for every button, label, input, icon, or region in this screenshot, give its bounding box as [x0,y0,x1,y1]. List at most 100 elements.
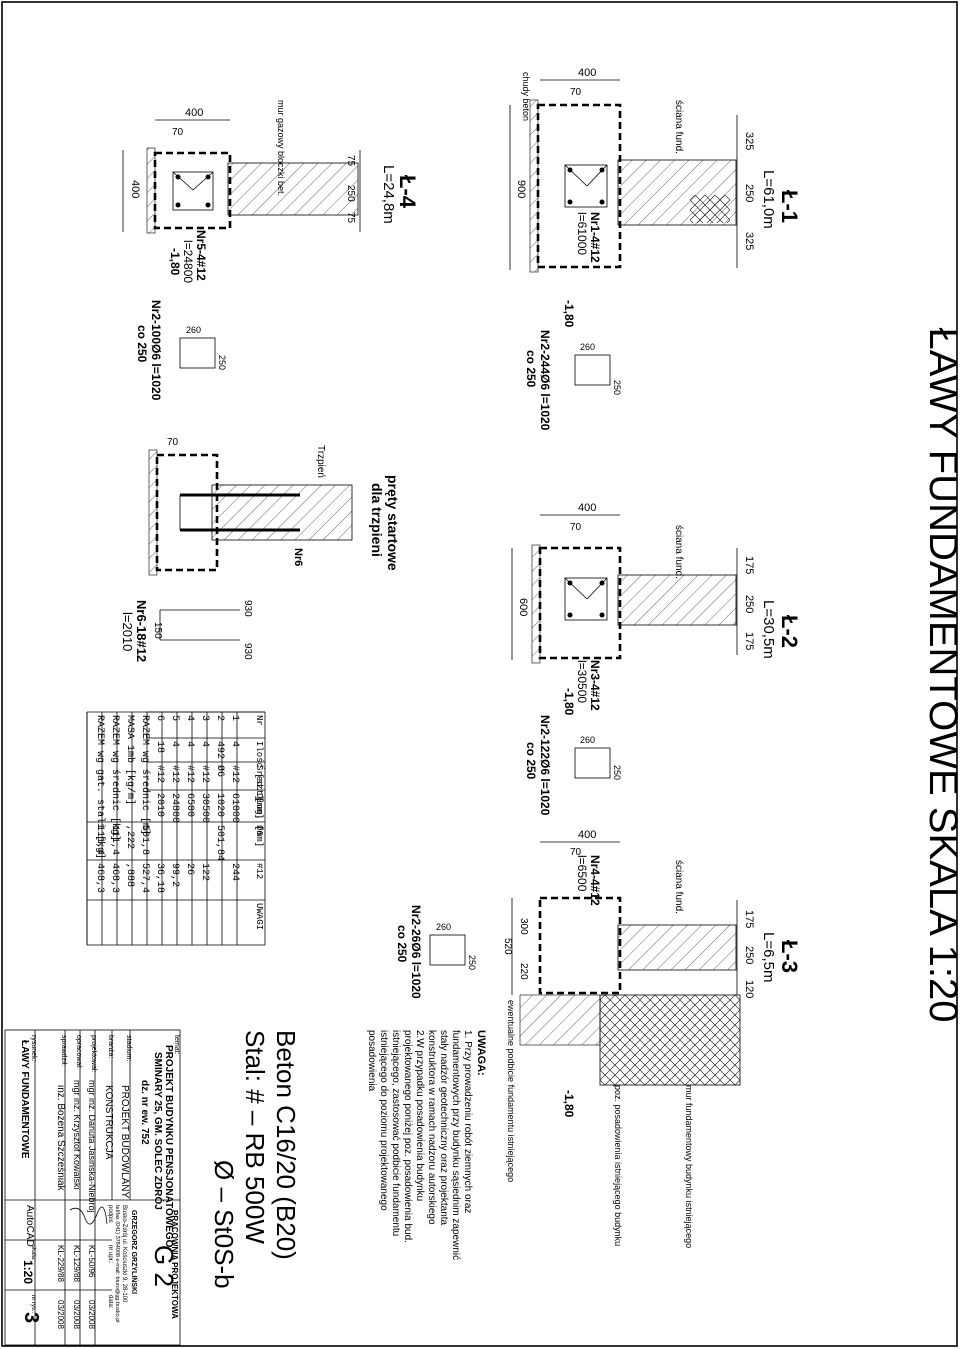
tb-license-2: KL-129/88 [72,1245,81,1282]
stirrup-shape [179,337,216,369]
tb-designer-label: projektował: [90,1035,97,1072]
dim-l1-c: 325 [743,232,755,250]
dim-l3-70: 70 [570,847,582,858]
footing-body [538,546,622,660]
tb-subject: PROJEKT BUDYNKU PENSJONATOWEGO [163,1045,174,1248]
tb-branch-label: branża: [107,1035,114,1058]
dim-l4-depth: 400 [129,180,141,198]
level-l3: -1,80 [562,1090,576,1118]
signature-mark [69,1206,108,1225]
table-summary-label: MASA 1mb [kg/m] [124,715,136,805]
tb-subject3: dz. nr ew. 752 [139,1080,150,1145]
footing-body [155,453,219,572]
note-line: posadowienia [366,1030,377,1092]
footing-l2-name: Ł-2 [777,615,802,648]
rebar-dot [567,167,573,173]
rebar-l4: Nr5-4#12 [194,230,208,281]
note-line: istniejącego, zastosować podbicie fundam… [390,1030,401,1236]
rebar-dot [599,199,605,205]
footing-body [538,896,622,995]
tb-subject2: SMINARY 25, GM. SOLEC ZDRÓJ [152,1052,165,1210]
stirrup-hook [564,164,588,187]
table-cell: 1020 [214,793,225,817]
table-cell: 6500 [184,793,195,817]
dim-l1-70: 70 [570,87,582,98]
tb-checked: inż. Bożena Szcześniak [55,1085,66,1192]
table-cell: 492 [214,741,225,759]
table-header: Ilość [szt] [254,741,264,800]
stirrup-l4-spacing: co 250 [135,325,149,363]
tb-date-2: 03/2008 [72,1300,81,1329]
dim-l3-300: 300 [518,918,529,935]
tb-date-3: 03/2008 [56,1300,65,1329]
table-cell: 24800 [169,793,180,823]
dim-l1-a: 325 [743,132,755,150]
stirrup-shape [574,354,611,386]
stirrup-hook [192,171,214,191]
footing-l2: Ł-2 L=30,5m 175 250 175 ściana fund. 600… [511,502,802,816]
tb-drafted-label: opracował: [75,1035,82,1069]
lean-concrete [529,99,539,273]
dim-l3-220: 220 [518,963,529,980]
table-cell: 4 [199,741,210,747]
rebar-dot [175,174,181,180]
steel-spec-main: Stal: # – RB 500W [240,1030,270,1244]
steel-spec-secondary: Ø – St0S-b [209,1160,239,1289]
rebar-l1: Nr1-4#12 [588,212,602,263]
tb-drawing: ŁAWY FUNDAMENTOWE [19,1040,30,1159]
footing-body [153,151,232,230]
foundation-wall [617,924,737,971]
label-existing-wall: mur fundamentowy budynku istniejącego [684,1085,694,1248]
stirrup-section [564,577,608,621]
dim-l2-70: 70 [570,522,582,533]
note-line: 1. Przy prowadzeniu robót ziemnych oraz [462,1030,473,1213]
tb-office-owner: GRZEGORZ GRZYLIŃSKI [130,1210,139,1294]
starter-title: pręty startowe [385,475,401,571]
lean-concrete [146,147,156,234]
tb-scale-label: skala: [30,1245,36,1261]
dim-l1-depth: 900 [515,180,527,198]
stirrup-l2-d3: 250 [612,765,622,780]
table-cell: 3 [199,715,210,721]
table-cell: 18 [154,741,165,753]
pillar [211,484,353,541]
lean-concrete [531,544,541,664]
dim-l1-width: 400 [578,67,596,79]
dim-l3-520: 520 [502,938,513,955]
rebar-dot [567,580,573,586]
label-wall-l4: mur gazowy bloczki bet. [276,100,286,196]
table-cell: 36,18 [154,863,165,893]
tb-designer: mgr inż. Danuta Jasińska-Niebrój [87,1080,97,1213]
note-line: konstruktora w ramach nadzoru autorskieg… [426,1030,437,1225]
stirrup-l3: Nr2-26Ø6 l=1020 [409,905,423,999]
label-underpin: ewentualne podbicie fundamentu istniejąc… [506,1000,516,1182]
table-summary-label: RAZEM wg średnic [kg] [109,715,121,841]
table-cell: 2 [214,715,225,721]
stirrup-shape [429,934,466,966]
table-cell: 2010 [154,793,165,817]
tb-license-3: KL-229/88 [56,1245,65,1282]
table-header: #12 [254,863,264,879]
table-cell: 4 [184,715,195,721]
tb-software: AutoCAD [24,1205,35,1247]
starter-bar-len: l=2010 [120,612,135,651]
footing-l3: Ł-3 L=6,5m 175 250 120 ściana fund. mur … [395,829,802,1248]
concrete-spec: Beton C16/20 (B20) [271,1030,301,1260]
tb-office-phone: tel/fax (041) 3784008 e-mail: biuro@gg.b… [114,1205,120,1323]
table-cell: 99,2 [169,863,180,887]
stirrup-l3-d1: 260 [436,922,451,932]
dim-l3-width: 400 [578,829,596,841]
footing-l4: Ł-4 L=24,8m 75 250 75 mur gazowy bloczki… [122,100,420,401]
starter-bar-label: Nr6-18#12 [134,600,149,662]
tb-signature-label: podpis [107,1205,113,1223]
footing-l3-name: Ł-3 [777,940,802,973]
rebar-l3: Nr4-4#12 [588,855,602,906]
tb-sheet-no-label: nr rys.: [30,1295,36,1314]
starter-bars: pręty startowe dla trzpieni Trzpień Nr6 … [120,437,401,662]
rebar-l1-len: l=61000 [575,212,589,255]
stirrup-l3-d3: 250 [467,955,477,970]
note-line: projektowanego poniżej poz. posadowienia… [402,1030,413,1243]
rebar-dot [175,202,181,208]
footing-l4-length: L=24,8m [380,165,397,224]
table-cell: #12 [154,765,165,783]
